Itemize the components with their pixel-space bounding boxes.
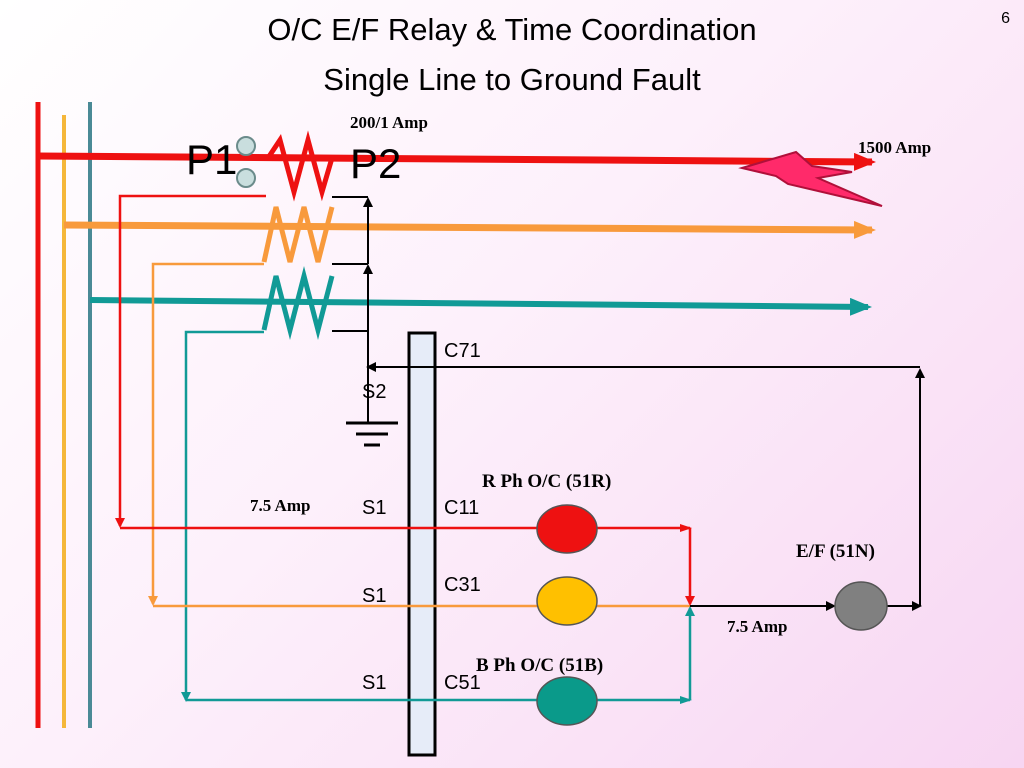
secondary-y	[148, 262, 264, 606]
p1-label: P1	[186, 136, 238, 183]
fault-lightning-icon	[738, 150, 883, 207]
terminal-c51-label: C51	[444, 672, 481, 694]
terminal-s1-r-label: S1	[362, 497, 387, 519]
title-line-2: Single Line to Ground Fault	[323, 62, 701, 97]
terminal-panel	[407, 331, 437, 757]
terminal-s1-y-label: S1	[362, 585, 387, 607]
p2-label: P2	[350, 140, 402, 187]
relay-51y	[536, 576, 598, 626]
terminal-c31-label: C31	[444, 574, 481, 596]
primary-line-r	[37, 152, 876, 171]
relay-51r-label: R Ph O/C (51R)	[482, 471, 612, 492]
terminal-c11-label: C11	[444, 497, 480, 519]
terminal-s2-label: S2	[362, 381, 387, 403]
ct-coil-y	[261, 206, 335, 263]
ground-icon	[346, 421, 398, 447]
secondary-r	[115, 194, 266, 528]
terminal-c71-label: C71	[444, 340, 481, 362]
relay-51r	[536, 504, 598, 554]
relay-51n-label: E/F (51N)	[796, 541, 875, 562]
slide-number: 6	[1001, 10, 1010, 27]
ct-ratio-label: 200/1 Amp	[350, 113, 428, 132]
title-line-1: O/C E/F Relay & Time Coordination	[267, 12, 757, 47]
secondary-b	[181, 330, 264, 702]
primary-line-b	[89, 297, 872, 316]
relay-51n	[834, 581, 888, 631]
p1-marker-top	[236, 136, 256, 156]
secondary-current-right-label: 7.5 Amp	[727, 617, 788, 636]
secondary-current-left-label: 7.5 Amp	[250, 496, 311, 515]
ct-coil-b	[261, 266, 335, 340]
p1-marker-bottom	[236, 168, 256, 188]
relay-51b	[536, 676, 598, 726]
terminal-s1-b-label: S1	[362, 672, 387, 694]
relay-51b-label: B Ph O/C (51B)	[476, 655, 604, 676]
fault-current-label: 1500 Amp	[858, 138, 932, 157]
ct-coil-r	[265, 130, 335, 202]
primary-line-y	[63, 220, 876, 239]
